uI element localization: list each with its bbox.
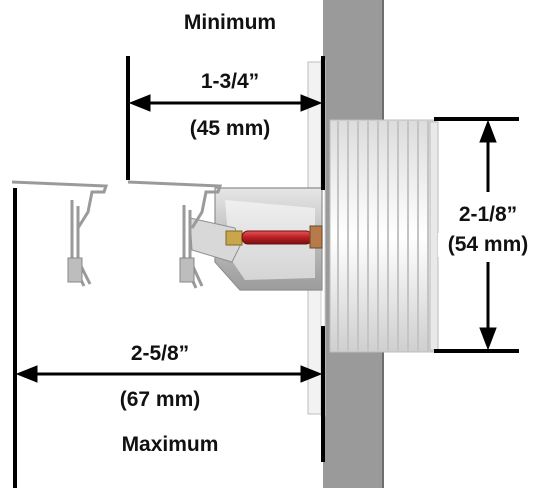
threaded-body bbox=[329, 119, 439, 353]
max-depth-mm: (67 mm) bbox=[119, 388, 201, 411]
max-arrow-right bbox=[300, 365, 323, 383]
min-depth-inches: 1-3/4” bbox=[200, 70, 260, 93]
min-arrow-left bbox=[128, 94, 151, 112]
dia-arrow-bottom bbox=[479, 327, 497, 351]
sprinkler-head bbox=[189, 187, 323, 291]
max-arrow-left bbox=[15, 365, 38, 383]
min-arrow-right bbox=[300, 94, 323, 112]
dimension-thread-diameter bbox=[434, 117, 519, 353]
maximum-label: Maximum bbox=[121, 433, 219, 456]
dimension-maximum bbox=[13, 188, 325, 488]
thread-diameter-inches: 2-1/8” bbox=[440, 203, 536, 227]
cover-plate-outline-min bbox=[127, 180, 223, 289]
dia-arrow-top bbox=[479, 119, 497, 143]
max-depth-inches: 2-5/8” bbox=[130, 342, 190, 365]
thread-diameter-mm: (54 mm) bbox=[438, 233, 538, 257]
min-depth-mm: (45 mm) bbox=[189, 117, 271, 140]
minimum-label: Minimum bbox=[183, 11, 277, 34]
glass-bulb bbox=[241, 230, 313, 245]
dimension-minimum bbox=[126, 56, 325, 190]
bulb-cap bbox=[225, 230, 243, 246]
cover-plate-outline-max bbox=[11, 180, 109, 287]
deflector-hub bbox=[189, 217, 241, 263]
